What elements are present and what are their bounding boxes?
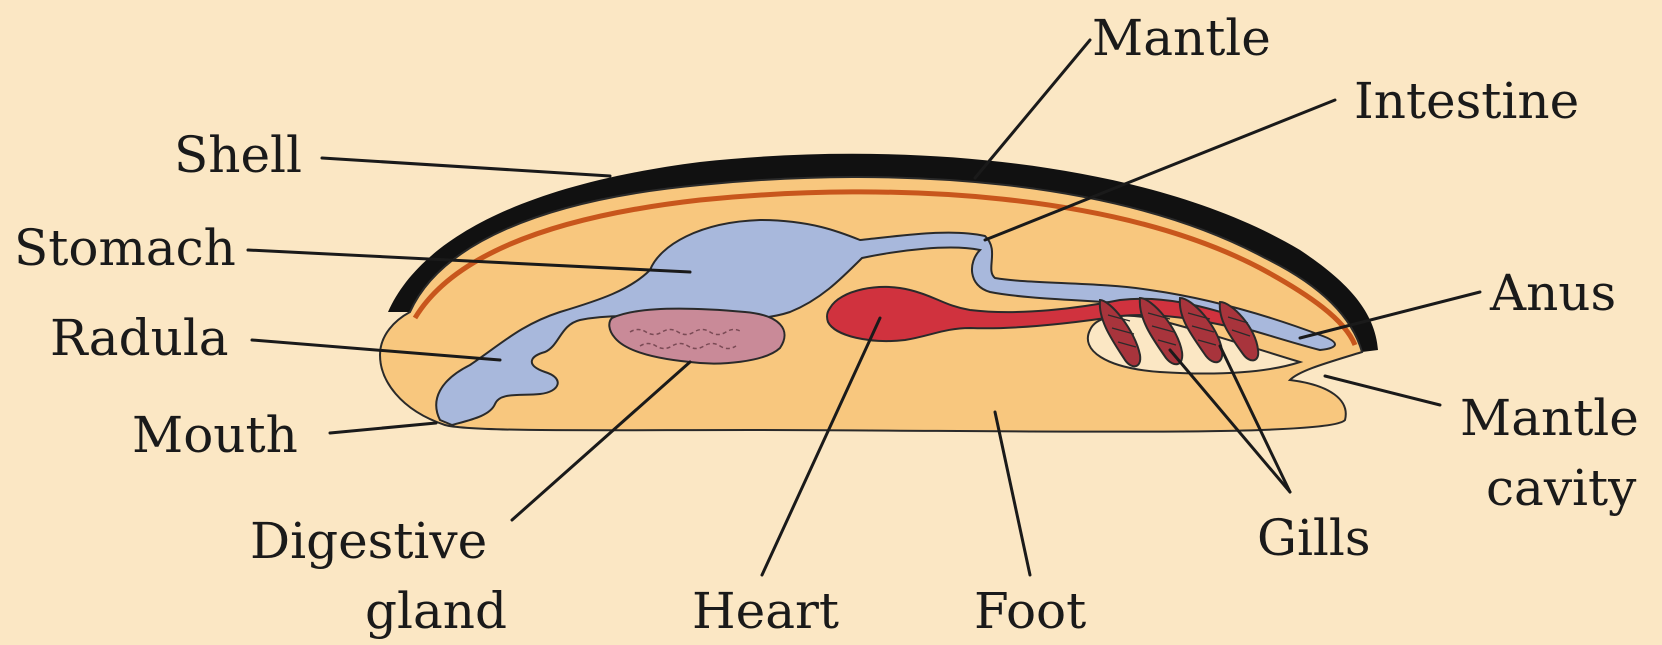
label-mouth: Mouth [132, 406, 298, 464]
label-shell: Shell [174, 126, 302, 184]
label-digestive-gland-line2: gland [365, 582, 507, 640]
leader-foot [995, 412, 1030, 575]
leader-shell [322, 158, 610, 176]
label-foot: Foot [974, 582, 1086, 640]
label-mantle-cavity-line2: cavity [1486, 459, 1637, 517]
label-radula: Radula [50, 309, 229, 367]
label-mantle: Mantle [1092, 9, 1271, 67]
label-intestine: Intestine [1354, 72, 1579, 130]
label-gills: Gills [1257, 509, 1371, 567]
label-digestive-gland-line1: Digestive [250, 512, 487, 570]
label-heart: Heart [692, 582, 839, 640]
label-stomach: Stomach [14, 219, 236, 277]
leader-mouth [330, 423, 436, 433]
label-mantle-cavity-line1: Mantle [1460, 389, 1639, 447]
leader-mantle [975, 40, 1090, 178]
label-anus: Anus [1489, 264, 1616, 322]
